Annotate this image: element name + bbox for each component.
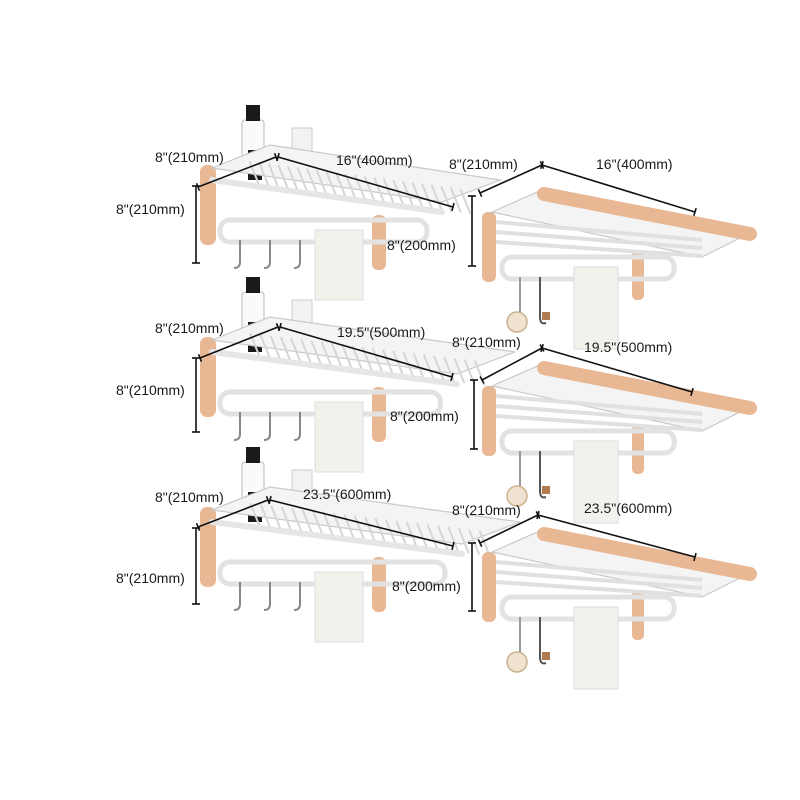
bath-brush [506,651,528,673]
hook [293,582,301,611]
wood-top-bar [537,361,757,415]
dimension-line-width-d [540,343,694,397]
dimension-line-width-f [536,510,697,562]
dimension-line-height-a [192,185,200,264]
rack-wood-b [482,187,757,350]
hook [263,412,271,441]
depth-label-d: 8"(210mm) [452,334,521,350]
wall-plate-right [632,424,644,474]
drop-label-e: 8"(200mm) [392,578,461,594]
wall-plate-left [482,386,496,456]
front-rail [209,349,460,387]
width-label-d: 19.5"(500mm) [584,339,673,355]
rack-wood-f [482,527,757,690]
width-label-a: 16"(400mm) [336,152,413,168]
hook [539,277,547,325]
wall-plate-left [482,552,496,622]
wood-top-bar [537,527,757,581]
wood-top-bar [537,187,757,241]
drop-label-a: 8"(200mm) [387,237,456,253]
depth-label-a: 8"(210mm) [155,149,224,165]
dimension-line-height-c [192,357,200,433]
wall-plate-left [482,212,496,282]
height-label-a: 8"(210mm) [116,201,185,217]
bath-brush [506,311,528,333]
drop-label-c: 8"(200mm) [390,408,459,424]
dimension-line-height-b [468,195,476,267]
width-label-c: 19.5"(500mm) [337,324,426,340]
dimension-line-width-b [540,160,697,217]
towel [573,606,619,690]
hook [539,617,547,665]
hook [263,582,271,611]
towel [314,571,364,643]
wall-plate-right [632,250,644,300]
hook [233,582,241,611]
dimension-line-width-a [276,152,455,212]
shelf-top [209,316,516,375]
depth-label-e: 8"(210mm) [155,489,224,505]
rack-white-e [200,447,521,643]
hook [233,240,241,269]
front-rail [209,177,445,215]
width-label-f: 23.5"(600mm) [584,500,673,516]
wall-plate-left [200,337,216,417]
rack-white-a [200,105,503,301]
hook [539,451,547,499]
hook [293,412,301,441]
dimension-line-width-e [268,495,455,551]
dimension-line-height-d [470,379,478,450]
width-label-e: 23.5"(600mm) [303,486,392,502]
height-label-c: 8"(210mm) [116,382,185,398]
depth-label-c: 8"(210mm) [155,320,224,336]
rack-white-c [200,277,516,473]
front-rail [209,519,465,557]
towel [573,440,619,524]
depth-label-f: 8"(210mm) [452,502,521,518]
shelf-top [209,486,521,545]
hook [263,240,271,269]
dimension-line-width-c [278,322,454,382]
hook [293,240,301,269]
towel [314,229,364,301]
width-label-b: 16"(400mm) [596,156,673,172]
height-label-e: 8"(210mm) [116,570,185,586]
depth-label-b: 8"(210mm) [449,156,518,172]
dimension-line-height-e [192,527,200,605]
wall-plate-left [200,507,216,587]
rack-wood-d [482,361,757,524]
bath-brush [506,485,528,507]
wall-plate-right [632,590,644,640]
dimension-line-height-f [468,542,476,612]
towel [314,401,364,473]
hook [233,412,241,441]
towel [573,266,619,350]
wall-plate-left [200,165,216,245]
